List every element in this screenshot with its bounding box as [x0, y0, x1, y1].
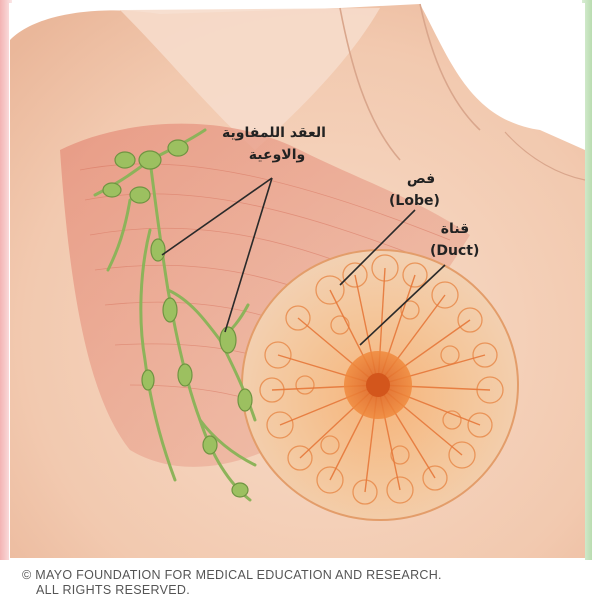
copyright-line-2: ALL RIGHTS RESERVED.	[22, 583, 442, 598]
nipple	[366, 373, 390, 397]
duct-label-english: (Duct)	[430, 242, 479, 260]
lobe-label-arabic: فص	[396, 170, 446, 188]
lymph-label-arabic-line1: العقد اللمفاوية	[212, 124, 336, 142]
copyright-line-1: © MAYO FOUNDATION FOR MEDICAL EDUCATION …	[22, 568, 442, 583]
duct-label-arabic: قناة	[430, 220, 480, 238]
copyright-notice: © MAYO FOUNDATION FOR MEDICAL EDUCATION …	[22, 568, 442, 598]
lymph-label-arabic-line2: والاوعية	[232, 146, 322, 164]
lobe-label-english: (Lobe)	[389, 192, 440, 210]
